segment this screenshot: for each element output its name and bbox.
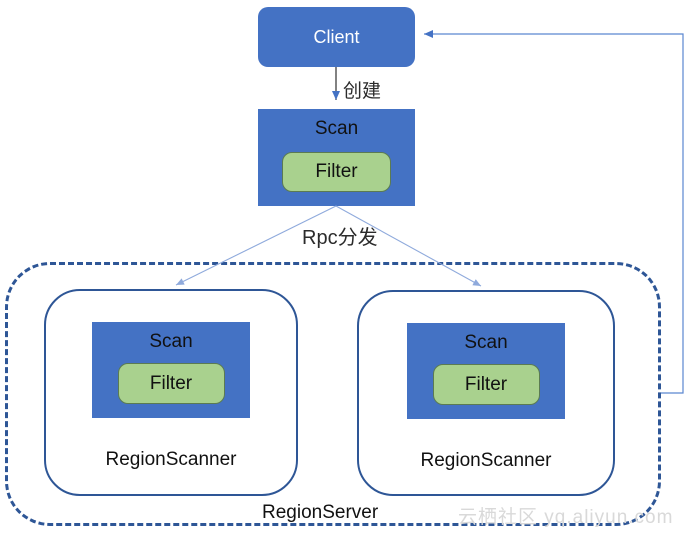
client-label: Client [313,26,360,47]
filter-node: Filter [432,364,540,405]
filter-node: Filter [117,363,225,404]
regionscanner-card-left: Scan Filter RegionScanner [44,289,298,496]
filter-node: Filter [282,152,391,192]
scan-label: Scan [149,331,193,352]
scan-label: Scan [314,118,359,139]
filter-label: Filter [315,161,358,182]
watermark-text: 云栖社区 yq.aliyun.com [458,507,674,528]
regionscanner-label: RegionScanner [420,450,552,471]
client-node: Client [258,7,415,67]
regionscanner-card-right: Scan Filter RegionScanner [357,290,615,496]
scan-node-left: Scan Filter [92,322,250,418]
regionscanner-label: RegionScanner [105,449,237,470]
regionserver-label: RegionServer [262,502,379,523]
scan-node-top: Scan Filter [258,109,415,206]
scan-label: Scan [464,332,508,353]
filter-label: Filter [464,373,508,395]
rpc-dispatch-edge-label: Rpc分发 [302,227,378,249]
create-edge-label: 创建 [343,81,382,102]
scan-node-right: Scan Filter [407,323,565,419]
filter-label: Filter [149,372,193,394]
